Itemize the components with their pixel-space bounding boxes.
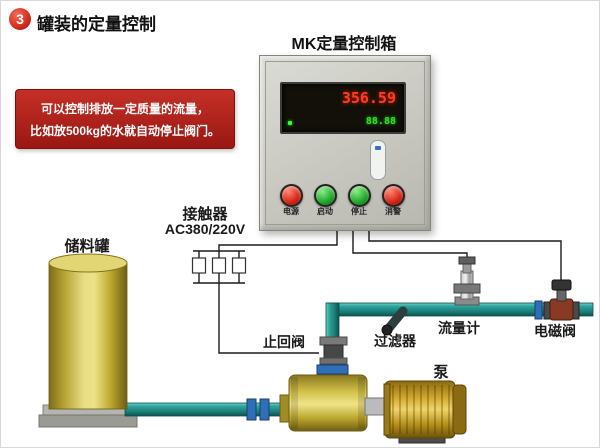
note-box: 可以控制排放一定质量的流量， 比如放500kg的水就自动停止阀门。 [15,89,235,149]
note-line-1: 可以控制排放一定质量的流量， [40,102,209,116]
control-wires [193,229,562,354]
note-line-2: 比如放500kg的水就自动停止阀门。 [29,124,221,138]
filter-label: 过滤器 [374,333,416,349]
pipe-tank-to-pump [124,402,298,417]
storage-tank-label: 储料罐 [64,238,110,255]
pipe-coupling-flanges [246,398,270,421]
motor [383,380,467,444]
alarm-mute-button-label: 消警 [385,207,401,216]
y-strainer-filter [381,306,408,336]
contactor-voltage-label: AC380/220V [164,221,246,237]
power-button [280,184,303,207]
solenoid-valve-device [534,279,580,321]
start-button [314,184,337,207]
check-valve [319,336,348,365]
control-box-title: MK定量控制箱 [291,36,397,53]
check-valve-label: 止回阀 [263,334,305,350]
display-led-indicator [288,121,292,125]
power-button-label: 电源 [283,207,299,216]
alarm-mute-button [382,184,405,207]
flow-meter-device [453,256,481,306]
pump-inlet-flange [316,364,349,375]
flow-meter-label: 流量计 [438,320,480,336]
solenoid-valve-label: 电磁阀 [534,323,576,339]
level-gauge-mark [375,146,381,150]
pump-label: 泵 [433,364,449,381]
display-secondary-value: 88.88 [365,116,396,127]
stop-button [348,184,371,207]
control-box-door [265,61,425,225]
page-title: 罐装的定量控制 [37,15,156,34]
digital-display: 356.59 88.88 [280,82,406,134]
section-number-badge: 3 [9,8,31,30]
motor-fins [392,385,450,434]
contactor-label: 接触器 [182,206,228,223]
stop-button-label: 停止 [351,207,367,216]
control-box: 356.59 88.88 电源 启动 停止 消警 [259,55,431,231]
pump [279,374,388,432]
display-primary-value: 356.59 [341,89,396,107]
pipes [124,302,594,417]
storage-tank [48,253,128,410]
level-gauge-slot [370,140,386,180]
contactor-symbol [191,257,247,274]
start-button-label: 启动 [317,207,333,216]
